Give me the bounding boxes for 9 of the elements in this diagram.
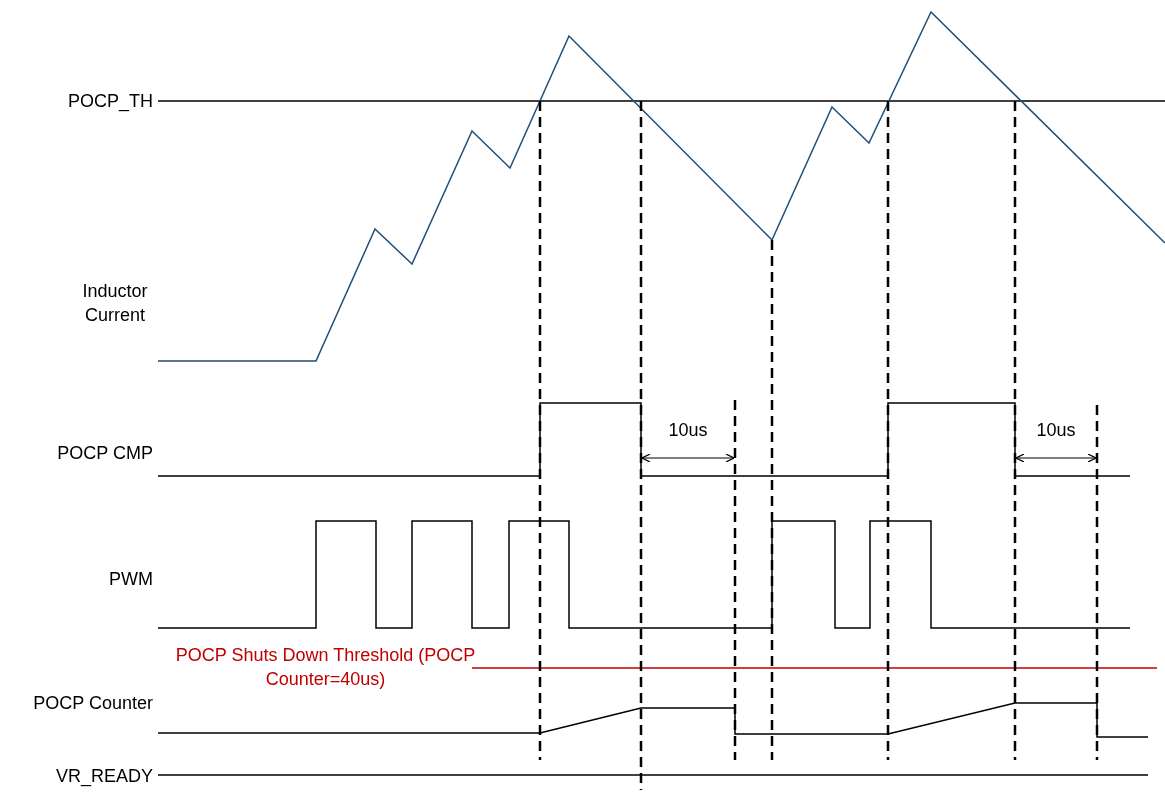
dimension-label: 10us <box>667 419 709 442</box>
signal-label: Inductor Current <box>81 280 149 327</box>
signal-label: POCP_TH <box>66 90 153 113</box>
signal-label: PWM <box>108 568 153 591</box>
signal-label: POCP Counter <box>32 692 153 715</box>
signal-label: POCP CMP <box>56 442 153 465</box>
signal-label: VR_READY <box>54 765 153 788</box>
dimension-label: 10us <box>1035 419 1077 442</box>
threshold-label: POCP Shuts Down Threshold (POCP Counter=40us) <box>174 644 477 691</box>
